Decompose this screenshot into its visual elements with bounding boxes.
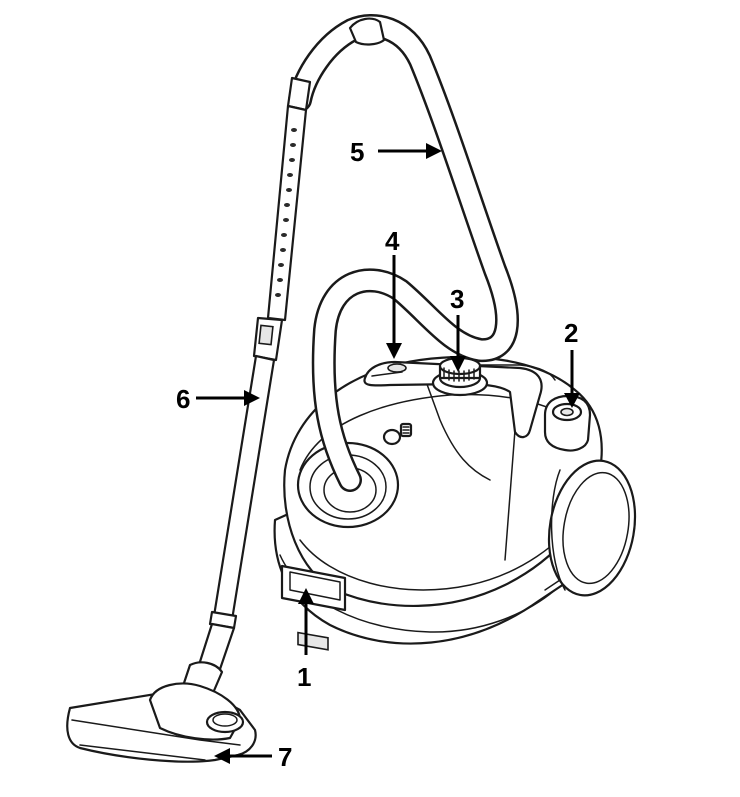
callout-4: 4 <box>385 226 400 256</box>
flexible-hose <box>286 14 519 492</box>
rear-wheel <box>547 459 637 597</box>
callout-6: 6 <box>176 384 190 414</box>
callout-7: 7 <box>278 742 292 772</box>
carry-handle <box>363 360 543 439</box>
callout-1: 1 <box>297 662 311 692</box>
power-button <box>543 394 592 452</box>
telescopic-wand <box>196 104 308 677</box>
callout-5: 5 <box>350 137 364 167</box>
bag-indicator <box>382 422 413 446</box>
callout-3: 3 <box>450 284 464 314</box>
callout-labels: 1 2 3 4 5 6 7 <box>176 137 578 772</box>
callout-2: 2 <box>564 318 578 348</box>
callout-arrows <box>196 143 580 764</box>
floor-nozzle <box>66 661 257 763</box>
